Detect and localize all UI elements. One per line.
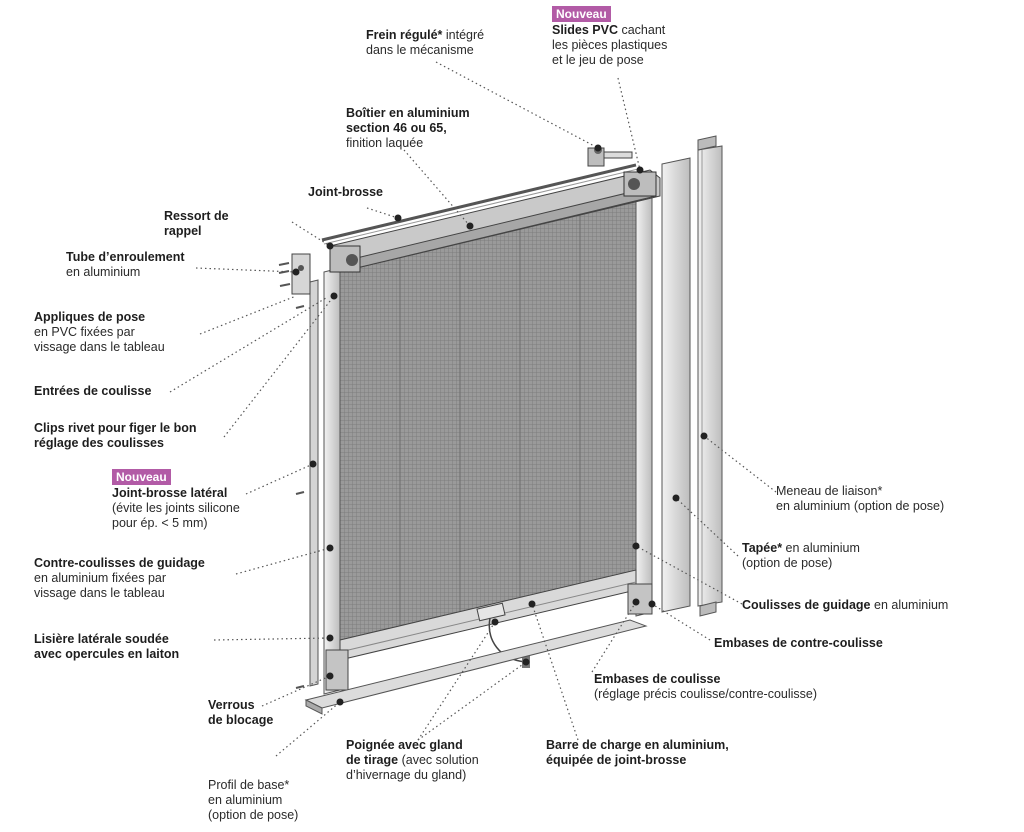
label-clips: Clips rivet pour figer le bon réglage de… — [34, 421, 197, 451]
top-joint-brosse — [321, 163, 637, 242]
embases-coulisse-bold: Embases de coulisse — [594, 672, 721, 686]
frein-line2: dans le mécanisme — [366, 43, 474, 57]
left-contre-coulisse — [309, 279, 319, 687]
meneau-profile — [697, 145, 723, 607]
joint-lateral-bold: Joint-brosse latéral — [112, 486, 228, 500]
barre-line2: équipée de joint-brosse — [546, 753, 687, 767]
label-ressort: Ressort de rappel — [164, 209, 229, 239]
label-entrees: Entrées de coulisse — [34, 384, 151, 399]
label-profil-base: Profil de base* en aluminium (option de … — [208, 778, 298, 823]
boitier-line3: finition laquée — [346, 136, 424, 150]
bottom-right-embase — [627, 583, 653, 615]
poignee-rest2: (avec solution — [398, 753, 479, 767]
label-coulisses: Coulisses de guidage en aluminium — [742, 598, 948, 613]
lisiere-line1: Lisière latérale soudée — [34, 632, 169, 646]
poignee-bold1: Poignée avec gland — [346, 738, 463, 752]
label-boitier: Boîtier en aluminium section 46 ou 65, f… — [346, 106, 470, 151]
leader-dots — [292, 144, 708, 706]
slides-rest: cachant — [618, 23, 666, 37]
boitier-line1: Boîtier en aluminium — [346, 106, 470, 120]
tube-line2: en aluminium — [66, 265, 141, 279]
appliques-bold: Appliques de pose — [34, 310, 146, 324]
frein-regule-part — [587, 146, 633, 167]
label-embases-contre: Embases de contre-coulisse — [714, 636, 883, 651]
label-tapee: Tapée* en aluminium (option de pose) — [742, 541, 860, 571]
label-lisiere: Lisière latérale soudée avec opercules e… — [34, 632, 179, 662]
joint-lateral-line2: (évite les joints silicone — [112, 501, 240, 515]
meneau-bottom-clip — [699, 601, 717, 617]
label-barre: Barre de charge en aluminium, équipée de… — [546, 738, 729, 768]
meneau-line1: Meneau de liaison* — [776, 484, 883, 498]
slides-line2: les pièces plastiques — [552, 38, 668, 52]
label-poignee: Poignée avec gland de tirage (avec solut… — [346, 738, 479, 783]
tapee-profile — [661, 157, 691, 613]
tube-bold: Tube d’enroulement — [66, 250, 185, 264]
label-tube: Tube d’enroulement en aluminium — [66, 250, 185, 280]
nouveau-badge: Nouveau — [552, 6, 611, 22]
poignee-bold2: de tirage — [346, 753, 399, 767]
poignee-line3: d’hivernage du gland) — [346, 768, 467, 782]
tapee-bold: Tapée* — [742, 541, 783, 555]
contre-coulisses-line2: en aluminium fixées par — [34, 571, 167, 585]
meneau-top-clip — [697, 135, 717, 151]
applique-de-pose — [291, 253, 311, 295]
right-coulisse — [635, 193, 653, 617]
screws — [278, 262, 305, 689]
pull-handle — [476, 602, 506, 622]
leader-lines — [169, 61, 777, 757]
coulisses-rest: en aluminium — [870, 598, 949, 612]
contre-coulisses-line3: vissage dans le tableau — [34, 586, 165, 600]
label-contre-coulisses: Contre-coulisses de guidage en aluminium… — [34, 556, 205, 601]
verrous-line1: Verrous — [208, 698, 255, 712]
pull-cord — [488, 617, 527, 663]
ressort-line1: Ressort de — [164, 209, 229, 223]
contre-coulisses-bold: Contre-coulisses de guidage — [34, 556, 205, 570]
label-meneau: Meneau de liaison* en aluminium (option … — [776, 484, 944, 514]
label-embases-coulisse: Embases de coulisse (réglage précis coul… — [594, 672, 817, 702]
ressort-line2: rappel — [164, 224, 202, 238]
profil-line1: Profil de base* — [208, 778, 290, 792]
appliques-line2: en PVC fixées par — [34, 325, 135, 339]
slides-bold: Slides PVC — [552, 23, 618, 37]
barre-line1: Barre de charge en aluminium, — [546, 738, 729, 752]
label-joint-brosse: Joint-brosse — [308, 185, 383, 200]
bottom-left-embase — [325, 649, 349, 691]
joint-brosse-text: Joint-brosse — [308, 185, 384, 199]
label-appliques: Appliques de pose en PVC fixées par viss… — [34, 310, 165, 355]
appliques-line3: vissage dans le tableau — [34, 340, 165, 354]
label-verrous: Verrous de blocage — [208, 698, 273, 728]
label-frein-regule: Frein régulé* intégré dans le mécanisme — [366, 28, 484, 58]
clips-line1: Clips rivet pour figer le bon — [34, 421, 197, 435]
profil-line3: (option de pose) — [208, 808, 299, 822]
frein-bold: Frein régulé* — [366, 28, 443, 42]
joint-lateral-line3: pour ép. < 5 mm) — [112, 516, 208, 530]
tapee-line2: (option de pose) — [742, 556, 833, 570]
tapee-rest: en aluminium — [782, 541, 860, 555]
nouveau-badge: Nouveau — [112, 469, 171, 485]
profil-line2: en aluminium — [208, 793, 283, 807]
slides-line3: et le jeu de pose — [552, 53, 644, 67]
label-slides-pvc: Nouveau Slides PVC cachant les pièces pl… — [552, 6, 667, 68]
lisiere-line2: avec opercules en laiton — [34, 647, 180, 661]
embases-contre-text: Embases de contre-coulisse — [714, 636, 883, 650]
boitier-line2: section 46 ou 65, — [346, 121, 447, 135]
frein-rest: intégré — [442, 28, 485, 42]
mesh-vertical-lines — [399, 212, 581, 634]
label-joint-lateral: Nouveau Joint-brosse latéral (évite les … — [112, 469, 240, 531]
meneau-line2: en aluminium (option de pose) — [776, 499, 945, 513]
clips-line2: réglage des coulisses — [34, 436, 164, 450]
entrees-text: Entrées de coulisse — [34, 384, 152, 398]
left-coulisse — [323, 267, 341, 695]
verrous-line2: de blocage — [208, 713, 274, 727]
coulisses-bold: Coulisses de guidage — [742, 598, 871, 612]
embases-coulisse-line2: (réglage précis coulisse/contre-coulisse… — [594, 687, 818, 701]
